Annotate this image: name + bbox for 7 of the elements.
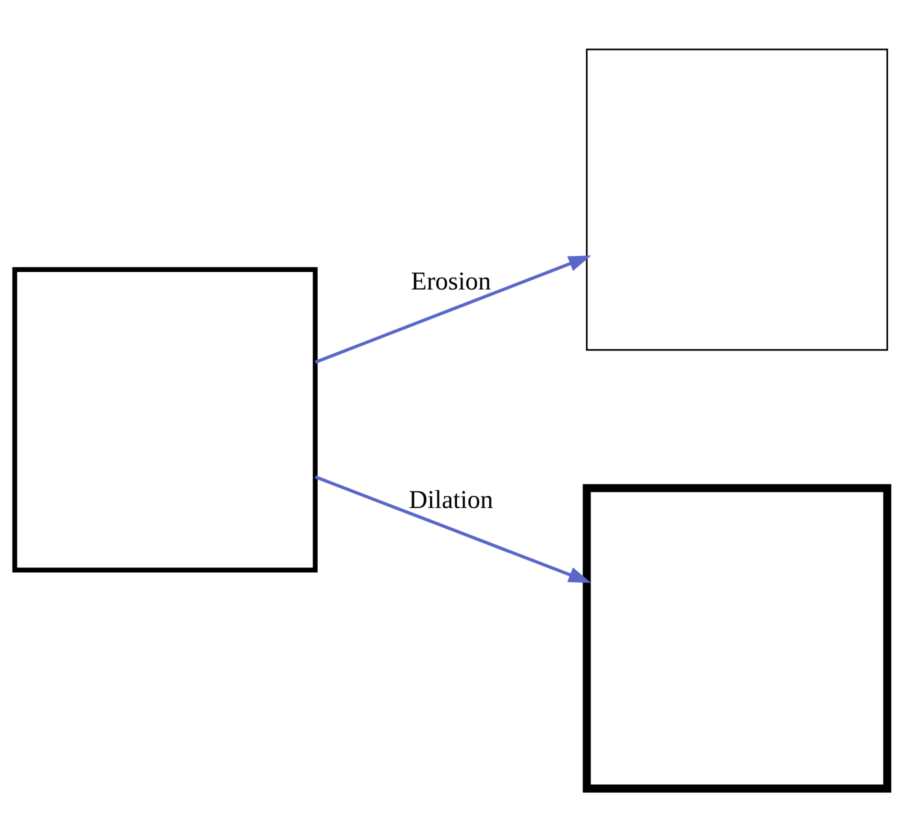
node-box: [586, 48, 888, 350]
edge-label: Erosion: [411, 266, 491, 295]
arrow: [314, 255, 592, 364]
edge-label: Dilation: [408, 484, 494, 514]
node-box: [12, 266, 318, 572]
arrow: [314, 474, 592, 582]
node-box: [582, 484, 892, 792]
